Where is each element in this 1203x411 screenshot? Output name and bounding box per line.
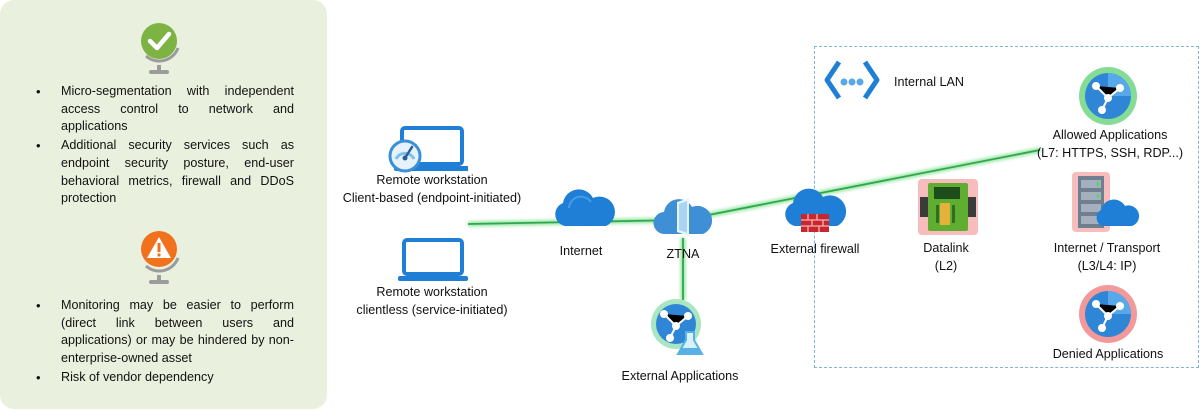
- internet-transport-label: Internet / Transport (L3/L4: IP): [1054, 240, 1160, 275]
- laptop-icon: [398, 238, 468, 281]
- pros-list: Micro-segmentation with independent acce…: [36, 83, 294, 209]
- internet-transport-line1: Internet / Transport: [1053, 241, 1161, 255]
- laptop-gauge-icon: [388, 126, 468, 173]
- denied-web-app-icon: [1079, 285, 1137, 343]
- internet-label: Internet: [559, 244, 603, 258]
- pros-cons-panel: Micro-segmentation with independent acce…: [0, 0, 327, 409]
- external-firewall-label: External firewall: [770, 242, 860, 256]
- cons-list: Monitoring may be easier to perform (dir…: [36, 297, 294, 388]
- clientless-line1: Remote workstation: [376, 285, 488, 299]
- checkmark-globe-icon: [141, 23, 180, 74]
- datalink-line1: Datalink: [923, 241, 969, 255]
- cons-bullet: Risk of vendor dependency: [36, 369, 294, 387]
- ztna-label: ZTNA: [666, 247, 700, 261]
- denied-applications-label: Denied Applications: [1052, 347, 1164, 361]
- clientless-workstation-label: Remote workstation clientless (service-i…: [356, 284, 507, 319]
- internet-transport-line2: (L3/L4: IP): [1077, 258, 1137, 273]
- server-cloud-icon: [1072, 172, 1140, 232]
- datalink-line2: (L2): [934, 258, 958, 273]
- internal-lan-label: Internal LAN: [893, 75, 965, 89]
- ztna-cloud-icon: [653, 198, 713, 236]
- client-based-line1: Remote workstation: [376, 173, 488, 187]
- allowed-applications-line1: Allowed Applications: [1052, 128, 1168, 142]
- allowed-applications-line2: (L7: HTTPS, SSH, RDP...): [1036, 145, 1184, 160]
- cloud-firewall-icon: [785, 188, 847, 232]
- allowed-applications-label: Allowed Applications (L7: HTTPS, SSH, RD…: [1037, 127, 1183, 162]
- client-based-workstation-label: Remote workstation Client-based (endpoin…: [343, 172, 522, 207]
- clientless-line2: clientless (service-initiated): [356, 302, 508, 317]
- allowed-web-app-icon: [1079, 67, 1137, 125]
- web-app-flask-icon: [651, 299, 704, 355]
- lan-chevrons-icon: [824, 60, 880, 100]
- datalink-label: Datalink (L2): [923, 240, 969, 275]
- client-based-line2: Client-based (endpoint-initiated): [342, 190, 522, 205]
- cloud-icon: [555, 189, 615, 226]
- cons-bullet: Monitoring may be easier to perform (dir…: [36, 297, 294, 368]
- pros-bullet: Micro-segmentation with independent acce…: [36, 83, 294, 136]
- pros-bullet: Additional security services such as end…: [36, 137, 294, 208]
- external-applications-label: External Applications: [621, 369, 739, 383]
- circuit-board-icon: [918, 179, 978, 235]
- warning-globe-icon: [141, 231, 180, 284]
- link-ztna-allowed-apps: [682, 149, 1041, 221]
